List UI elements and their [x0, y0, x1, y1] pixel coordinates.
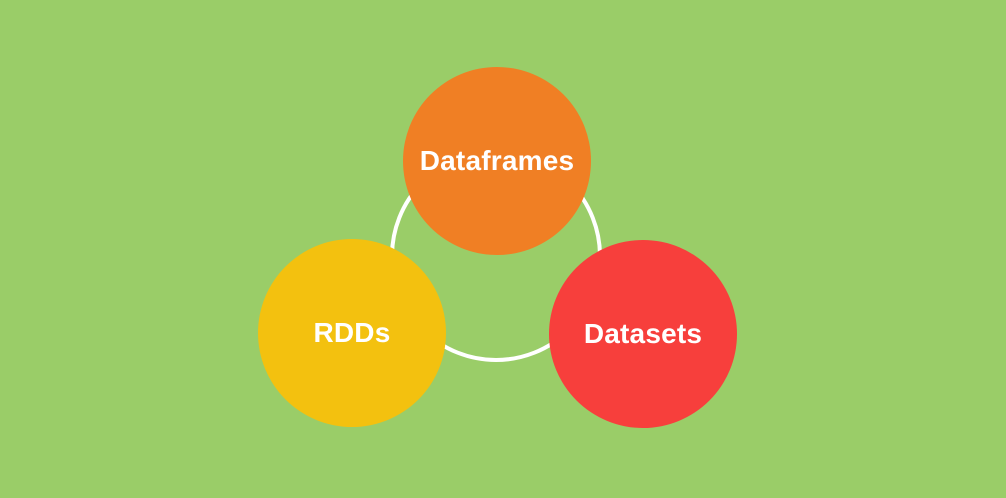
node-datasets: Datasets: [549, 240, 737, 428]
node-datasets-label: Datasets: [583, 318, 703, 349]
node-rdds-label: RDDs: [313, 317, 391, 348]
node-rdds: RDDs: [258, 239, 446, 427]
node-dataframes-label: Dataframes: [419, 145, 575, 176]
node-dataframes: Dataframes: [403, 67, 591, 255]
